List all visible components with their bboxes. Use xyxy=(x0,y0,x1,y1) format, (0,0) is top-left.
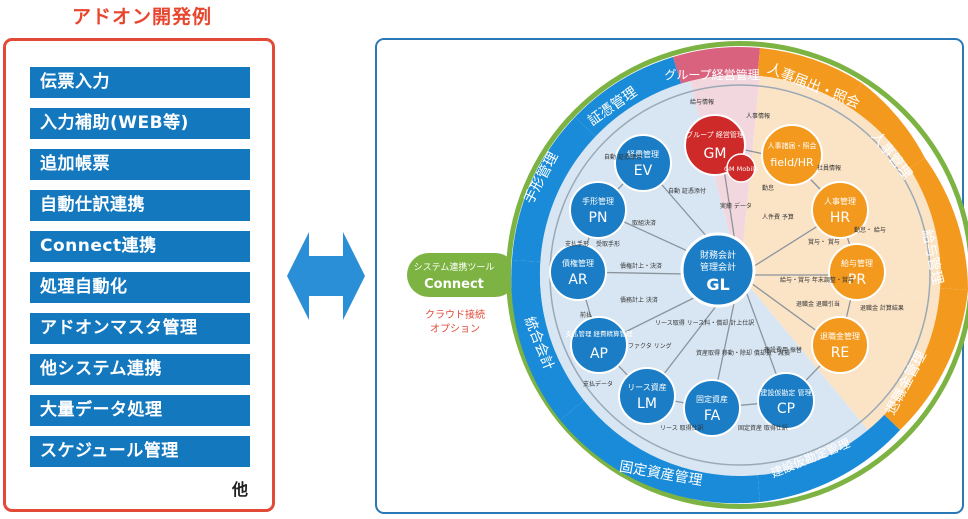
addon-list-panel xyxy=(3,38,275,512)
flow-label: 社員情報 xyxy=(817,164,841,172)
addon-item: 入力補助(WEB等) xyxy=(30,108,250,139)
addon-item: アドオンマスタ管理 xyxy=(30,313,250,344)
addon-item: スケジュール管理 xyxy=(30,436,250,467)
module-name: 手形管理 xyxy=(582,196,614,206)
module-name: 建設仮勘定 管理 xyxy=(760,388,811,397)
connect-option-2: オプション xyxy=(430,323,480,335)
flow-label: 退職金 計算結果 xyxy=(860,304,904,312)
gm-mobile-badge: GM Mobile xyxy=(724,153,758,183)
module-ap: 支払管理 経費精算管理 AP xyxy=(565,316,633,374)
flow-label: 賞与・ 賞与 xyxy=(808,238,840,246)
module-name: 経費管理 xyxy=(627,149,659,159)
addon-item: 追加帳票 xyxy=(30,149,250,180)
module-code: PN xyxy=(589,210,608,226)
flow-label: 実績 データ xyxy=(720,202,752,210)
gl-label-1: 財務会計 xyxy=(700,249,736,261)
module-code: GM xyxy=(704,146,727,162)
double-arrow-icon xyxy=(287,232,365,320)
connect-option-1: クラウド接続 xyxy=(425,308,485,321)
module-name: 人事管理 xyxy=(824,196,856,206)
module-ev: 経費管理 EV xyxy=(614,134,672,192)
module-name: リース資産 xyxy=(627,382,667,392)
module-hr: 人事管理 HR xyxy=(811,181,869,239)
addon-item: 伝票入力 xyxy=(30,67,250,98)
addon-item: 自動仕訳連携 xyxy=(30,190,250,221)
flow-label: 人事情報 xyxy=(746,112,770,120)
module-code: FA xyxy=(704,408,721,424)
module-name: 給与管理 xyxy=(841,258,873,268)
flow-label: 人件費 予算 xyxy=(762,213,794,221)
addon-item: 他システム連携 xyxy=(30,354,250,385)
module-pr: 給与管理 PR xyxy=(828,243,886,301)
flow-label: リース取得 リース料・償却 計上仕訳 xyxy=(655,319,754,327)
module-lm: リース資産 LM xyxy=(618,367,676,425)
module-re: 退職金管理 RE xyxy=(811,316,869,374)
module-code: LM xyxy=(637,396,657,412)
module-name: 退職金管理 xyxy=(820,331,860,341)
flow-label: 固定資産 取得仕訳 xyxy=(738,424,788,432)
module-code: AP xyxy=(590,346,608,362)
flow-label: 給与・賞与 年末調整・賞与 xyxy=(780,276,854,284)
flow-label: 債権計上・決済 xyxy=(620,262,662,270)
flow-label: リース 取得仕訳 xyxy=(660,424,704,432)
addon-item: 処理自動化 xyxy=(30,272,250,303)
module-code: AR xyxy=(568,272,588,288)
module-fa: 固定資産 FA xyxy=(683,379,741,437)
flow-label: 取組決済 xyxy=(632,219,656,227)
flow-label: 勤怠 xyxy=(762,184,774,192)
gl-circle xyxy=(680,232,756,308)
page-title: アドオン開発例 xyxy=(71,6,212,28)
connect-label-2: Connect xyxy=(424,277,484,292)
module-ar: 債権管理 AR xyxy=(549,243,607,301)
module-code: EV xyxy=(634,163,653,179)
module-cp: 建設仮勘定 管理 CP xyxy=(757,372,815,430)
connect-label-1: システム連携ツール xyxy=(414,261,495,273)
module-name: 固定資産 xyxy=(696,394,728,404)
flow-label: 建設費用 振替 xyxy=(764,346,802,354)
module-name: 人事諸届・照会 xyxy=(768,141,817,150)
flow-label: 支払手形 xyxy=(565,240,589,248)
other-label: 他 xyxy=(232,480,249,499)
module-code: field/HR xyxy=(770,156,814,169)
module-name: グループ 経営管理 xyxy=(686,130,744,139)
flow-label: 給与情報 xyxy=(690,98,714,106)
flow-label: 自動 証憑添付 xyxy=(668,187,706,195)
flow-label: 勤怠・ 給与 xyxy=(854,226,886,234)
gl-label-2: 管理会計 xyxy=(700,261,736,273)
module-name: 支払管理 経費精算管理 xyxy=(565,329,633,338)
ring-label-group: グループ経営管理 xyxy=(664,67,759,82)
svg-text:GM Mobile: GM Mobile xyxy=(724,165,758,173)
module-field-hr: 人事諸届・照会 field/HR xyxy=(761,124,823,186)
flow-label: 前払 xyxy=(580,311,592,319)
flow-label: 受取手形 xyxy=(596,240,620,248)
flow-label: ファクタ リング xyxy=(628,342,672,350)
addon-item: Connect連携 xyxy=(30,231,250,262)
flow-label: 自動 証憑添付 xyxy=(604,153,642,161)
module-pn: 手形管理 PN xyxy=(569,181,627,239)
connect-pill xyxy=(407,253,517,297)
module-name: 債権管理 xyxy=(562,258,594,268)
flow-label: 退職金 退職引当 xyxy=(796,300,840,308)
flow-label: 支払データ xyxy=(583,380,613,388)
addon-item: 大量データ処理 xyxy=(30,395,250,426)
flow-label: 債務計上 決済 xyxy=(620,296,658,304)
module-code: PR xyxy=(848,272,866,288)
module-code: HR xyxy=(830,210,851,226)
module-code: CP xyxy=(777,401,795,417)
gl-code: GL xyxy=(706,275,729,294)
flow-label: 資産取得 移動・除却 償却費・減損 xyxy=(696,349,790,357)
module-code: RE xyxy=(831,345,850,361)
